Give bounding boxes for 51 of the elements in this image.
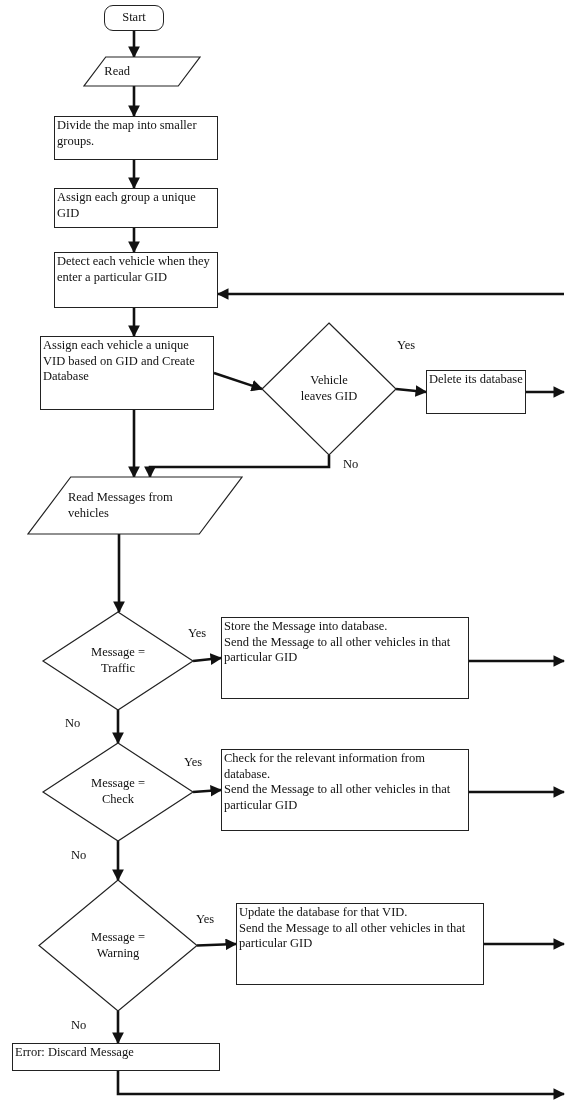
arrow xyxy=(113,534,125,614)
arrow xyxy=(213,371,264,392)
arrow xyxy=(144,455,331,479)
step-text: Error: Discard Message xyxy=(15,1045,135,1061)
step-text: Assign each group a unique GID xyxy=(57,190,197,222)
step-text: Read Messages from vehicles xyxy=(67,489,174,522)
arrow xyxy=(128,31,140,59)
arrow xyxy=(469,786,566,798)
arrow xyxy=(128,308,140,338)
step-text: Update the database for that VID. xyxy=(239,905,409,921)
decision-text: Message = Check xyxy=(90,776,146,808)
decision-text: Vehicle leaves GID xyxy=(299,373,359,405)
arrow xyxy=(526,386,566,398)
arrow xyxy=(112,841,124,882)
step-text: Assign each vehicle a unique VID based on GID and Create Database xyxy=(43,338,196,385)
arrow xyxy=(112,1011,124,1045)
step-text: Read xyxy=(104,63,131,80)
process-box xyxy=(40,336,214,410)
arrow xyxy=(196,938,238,951)
arrow xyxy=(112,710,124,745)
arrow xyxy=(469,655,566,667)
step-text: Send the Message to all other vehicles in that particular GID xyxy=(224,634,452,666)
process-box xyxy=(54,116,218,160)
process-box xyxy=(236,903,484,985)
arrow xyxy=(216,288,564,300)
terminal-box xyxy=(104,5,164,31)
process-box xyxy=(221,617,469,699)
step-text: Send the Message to all other vehicles in that particular GID xyxy=(224,782,452,814)
step-text: Detect each vehicle when they enter a particular GID xyxy=(57,254,211,286)
process-box xyxy=(221,749,469,831)
process-box xyxy=(54,252,218,308)
process-box xyxy=(54,188,218,228)
step-text: Start xyxy=(121,10,147,26)
decision-text: Message = Warning xyxy=(90,929,146,962)
decision-text: Message = Traffic xyxy=(90,645,146,677)
arrow xyxy=(128,228,140,254)
step-text: Delete its database xyxy=(429,372,523,388)
arrow xyxy=(116,1071,566,1100)
step-text: Check for the relevant information from database. xyxy=(224,751,426,783)
arrow xyxy=(128,86,140,118)
step-text: Store the Message into database. xyxy=(224,619,389,635)
arrow xyxy=(128,410,140,479)
arrow xyxy=(484,938,566,950)
step-text: Send the Message to all other vehicles in that particular GID xyxy=(239,920,467,952)
step-text: Divide the map into smaller groups. xyxy=(57,118,198,150)
arrow xyxy=(192,784,223,797)
arrow xyxy=(128,160,140,190)
arrow xyxy=(192,653,223,665)
process-box xyxy=(426,370,526,414)
process-box xyxy=(12,1043,220,1071)
arrow xyxy=(395,385,428,397)
